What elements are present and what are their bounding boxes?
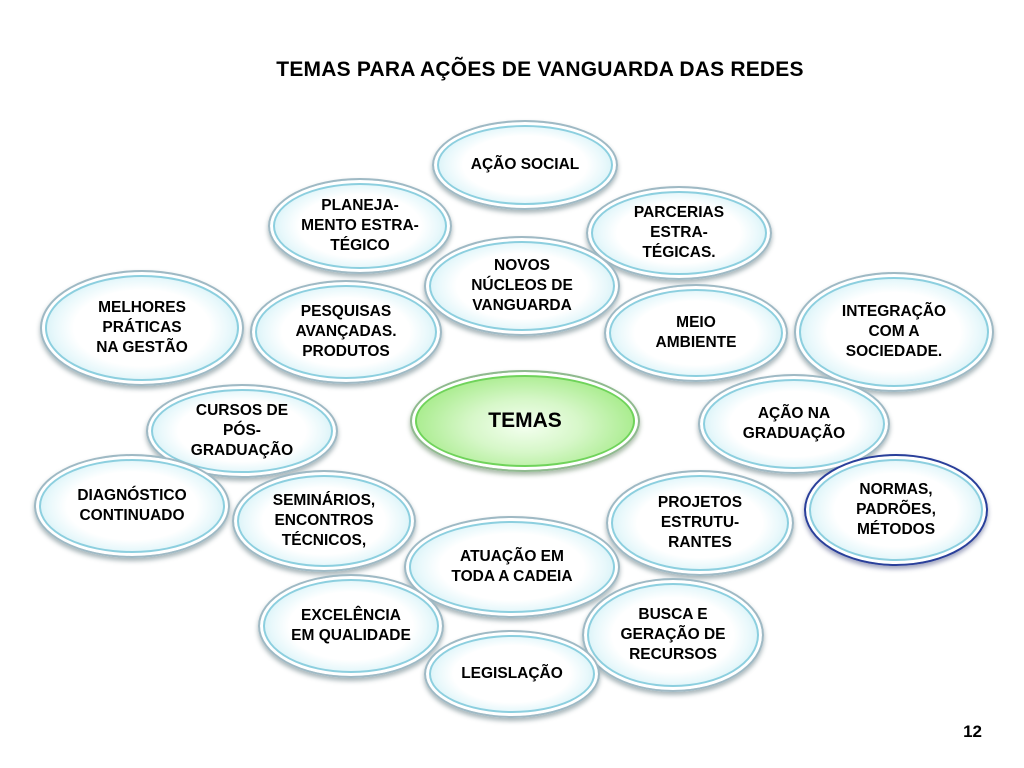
center-label: TEMAS <box>488 409 562 432</box>
node-label: PROJETOS ESTRUTU- RANTES <box>657 494 743 551</box>
node-melhores-praticas: MELHORES PRÁTICAS NA GESTÃO <box>40 270 244 386</box>
node-projetos-estruturantes: PROJETOS ESTRUTU- RANTES <box>606 470 794 576</box>
node-label: INTEGRAÇÃO COM A SOCIEDADE. <box>841 303 947 360</box>
node-label: EXCELÊNCIA EM QUALIDADE <box>291 607 411 644</box>
node-label: BUSCA E GERAÇÃO DE RECURSOS <box>620 606 726 663</box>
node-excelencia-qualidade: EXCELÊNCIA EM QUALIDADE <box>258 574 444 678</box>
node-label: CURSOS DE PÓS- GRADUAÇÃO <box>190 402 294 459</box>
node-busca-geracao-recursos: BUSCA E GERAÇÃO DE RECURSOS <box>582 578 764 692</box>
node-acao-graduacao: AÇÃO NA GRADUAÇÃO <box>698 374 890 474</box>
node-label: MELHORES PRÁTICAS NA GESTÃO <box>96 299 188 356</box>
node-temas-center: TEMAS <box>410 370 640 472</box>
node-pesquisas-avancadas: PESQUISAS AVANÇADAS. PRODUTOS <box>250 280 442 384</box>
page-number: 12 <box>963 722 982 741</box>
node-parcerias-estrategicas: PARCERIAS ESTRA- TÉGICAS. <box>586 186 772 280</box>
node-label: AÇÃO SOCIAL <box>470 156 580 173</box>
node-acao-social: AÇÃO SOCIAL <box>432 120 618 210</box>
node-label: DIAGNÓSTICO CONTINUADO <box>77 487 187 524</box>
node-novos-nucleos: NOVOS NÚCLEOS DE VANGUARDA <box>424 236 620 336</box>
node-label: LEGISLAÇÃO <box>461 665 563 682</box>
node-meio-ambiente: MEIO AMBIENTE <box>604 284 788 382</box>
node-seminarios-encontros: SEMINÁRIOS, ENCONTROS TÉCNICOS, <box>232 470 416 572</box>
node-label: NOVOS NÚCLEOS DE VANGUARDA <box>471 257 573 314</box>
node-label: SEMINÁRIOS, ENCONTROS TÉCNICOS, <box>272 492 376 549</box>
node-diagnostico-continuado: DIAGNÓSTICO CONTINUADO <box>34 454 230 558</box>
node-atuacao-toda-cadeia: ATUAÇÃO EM TODA A CADEIA <box>404 516 620 618</box>
node-integracao-sociedade: INTEGRAÇÃO COM A SOCIEDADE. <box>794 272 994 392</box>
node-label: NORMAS, PADRÕES, MÉTODOS <box>856 481 936 538</box>
node-label: ATUAÇÃO EM TODA A CADEIA <box>451 548 573 585</box>
node-label: AÇÃO NA GRADUAÇÃO <box>742 405 846 442</box>
node-normas-padroes-metodos: NORMAS, PADRÕES, MÉTODOS <box>804 454 988 566</box>
node-planejamento-estrategico: PLANEJA- MENTO ESTRA- TÉGICO <box>268 178 452 274</box>
node-label: MEIO AMBIENTE <box>655 314 737 351</box>
node-label: PESQUISAS AVANÇADAS. PRODUTOS <box>295 303 397 360</box>
diagram-title: TEMAS PARA AÇÕES DE VANGUARDA DAS REDES <box>276 58 804 81</box>
node-label: PARCERIAS ESTRA- TÉGICAS. <box>633 204 725 261</box>
node-legislacao: LEGISLAÇÃO <box>424 630 600 718</box>
node-label: PLANEJA- MENTO ESTRA- TÉGICO <box>301 197 419 254</box>
